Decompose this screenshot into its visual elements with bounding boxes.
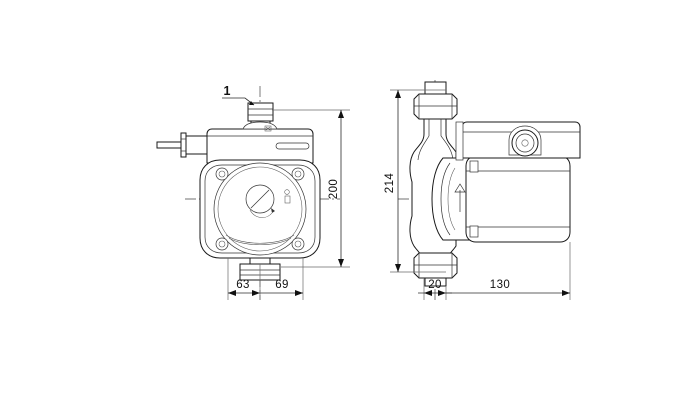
volute-inner-arc-2 [447,167,456,231]
terminal-box-logo-frame-icon [264,125,272,132]
terminal-box-crown [242,121,278,130]
pump-housing-inner-offset [204,164,316,254]
terminal-box-end-flange [455,121,464,161]
position-label-1: 1 [222,84,255,106]
side-top-hex-nut [413,93,458,120]
dim-200-arrow-bottom-icon [338,259,344,267]
rotation-direction-arrowhead-icon [271,208,275,213]
housing-lower-rib-2 [225,234,295,244]
side-top-pipe-stub [424,81,447,95]
dim-20-arrow-left-icon [424,290,432,296]
volute-inner-arc [440,162,451,236]
corner-bolt-boss-br [291,237,305,251]
cable-stub [156,141,182,149]
dim-69-text: 69 [275,279,289,291]
motor-body-outline [465,155,571,243]
corner-bolt-boss-tr [291,167,305,181]
dim-200-arrow-top-icon [338,110,344,118]
dimension-20-130: 20 130 [418,242,571,300]
plug-symbol-icon [284,189,291,204]
corner-bolt-head-bl [218,240,226,248]
side-view-terminal-box [455,121,581,161]
cable-gland-body [185,135,208,155]
pipe-body-curve-a [417,135,430,161]
dim-20-text: 20 [428,279,442,291]
dim-130-text: 130 [490,279,510,291]
dim-63-arrow-left-icon [228,290,236,296]
bottom-union-collar [249,257,271,265]
corner-bolt-boss-tl [215,167,229,181]
position-1-text: 1 [224,84,231,98]
side-bottom-hex-nut [413,252,458,279]
pump-corner-bolts [215,167,305,251]
dim-214-arrow-bottom-icon [395,264,401,272]
corner-bolt-head-br [294,240,302,248]
terminal-box-nameplate [275,142,310,150]
front-view: 1 200 63 69 [156,84,350,300]
corner-bolt-boss-bl [215,237,229,251]
corner-bolt-head-tl [218,170,226,178]
side-view-motor-body [465,155,571,243]
terminal-box-logo-icon [265,126,271,131]
dim-69-arrow-right-icon [295,290,303,296]
dim-130-arrow-right-icon [562,290,570,296]
rotation-direction-arc [249,209,273,218]
motor-lug-bottom [469,225,479,238]
dimension-63-69: 63 69 [227,258,304,300]
dim-63-arrow-right-icon [252,290,260,296]
dim-214-arrow-top-icon [395,90,401,98]
side-view-top-union [413,81,458,120]
front-view-cable-gland [156,132,208,158]
flow-arrow-head-icon [454,183,466,193]
housing-lower-rib [228,237,292,245]
dimension-200: 200 [272,109,350,268]
top-union-nut [247,102,274,122]
dim-214-text: 214 [384,173,396,194]
side-view: 214 20 130 [384,80,581,300]
dim-200-text: 200 [328,179,340,199]
pump-stator-inner-circle [217,166,303,252]
cable-gland-flange [180,132,187,158]
plug-symbol-body [284,195,291,204]
front-view-pump-housing [199,159,321,259]
dimension-214: 214 [384,89,446,273]
motor-lug-top [469,160,479,173]
front-view-terminal-box [206,121,314,164]
air-vent-slot [250,189,270,209]
side-view-volute [431,157,471,241]
volute-outline [431,157,471,241]
side-bottom-pipe-stub [424,277,447,287]
connector-center-hole [521,139,529,147]
dim-63-text: 63 [236,279,250,291]
position-1-arrowhead-icon [249,101,254,105]
plug-symbol-head [284,189,290,195]
dim-20-arrow-right-icon [438,290,446,296]
terminal-box-outline [206,128,314,164]
corner-bolt-head-tr [294,170,302,178]
